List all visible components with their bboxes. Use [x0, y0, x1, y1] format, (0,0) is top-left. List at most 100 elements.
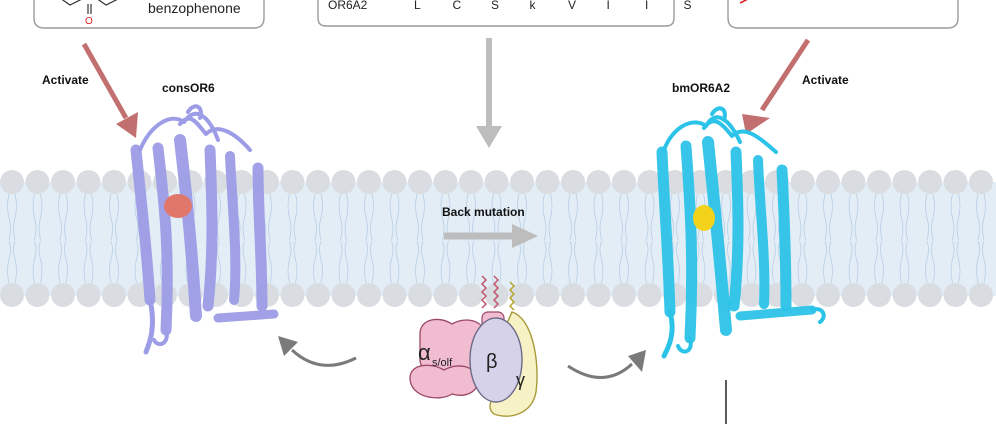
lipid-tail	[644, 193, 655, 241]
residue-letter: V	[568, 0, 576, 12]
lipid-tail	[32, 240, 43, 284]
lipid-tail	[7, 240, 17, 284]
lipid-tail	[950, 240, 961, 284]
lipid-tail	[542, 240, 553, 284]
consor6-label: consOR6	[162, 81, 215, 95]
residue-letter: S	[491, 0, 499, 12]
lipid-tail	[542, 193, 553, 241]
lipid-head	[892, 170, 917, 194]
lipid-head	[510, 283, 534, 307]
activate-label-right: Activate	[802, 73, 849, 87]
lipid-tail	[823, 193, 833, 241]
lipid-tail	[364, 240, 374, 284]
lipid-head	[331, 170, 356, 194]
lipid-head	[918, 170, 942, 194]
lipid-head	[357, 283, 381, 307]
lipid-tail	[32, 193, 43, 241]
lipid-head	[76, 283, 101, 307]
lipid-head	[433, 170, 458, 194]
lipid-tail	[874, 193, 884, 241]
residue-letter: L	[414, 0, 421, 12]
lipid-head	[841, 170, 866, 194]
down-gray-arrow	[476, 38, 502, 148]
activate-label-left: Activate	[42, 73, 89, 87]
bmor6a2-label: bmOR6A2	[672, 81, 730, 95]
lipid-tail	[899, 193, 910, 241]
lipid-head	[510, 170, 534, 194]
lipid-head	[969, 283, 993, 307]
lipid-tail	[287, 240, 298, 284]
lipid-tail	[491, 240, 502, 284]
lipid-tail	[287, 193, 298, 241]
lipid-head	[408, 170, 432, 194]
lipid-head	[459, 283, 483, 307]
lipid-tail	[823, 240, 833, 284]
lipid-head	[918, 283, 942, 307]
lipid-tail	[593, 193, 604, 241]
lipid-tail	[746, 240, 757, 284]
lipid-tail	[593, 240, 604, 284]
activate-arrow-right	[742, 38, 811, 134]
lipid-head	[408, 283, 432, 307]
lipid-tail	[874, 240, 884, 284]
lipid-head	[816, 283, 840, 307]
activate-arrow-left	[81, 42, 138, 138]
benzophenone-structure-icon	[61, 0, 118, 14]
lipid-tail	[415, 240, 425, 284]
lipid-head	[102, 283, 126, 307]
lipid-head	[382, 170, 407, 194]
lipid-tail	[83, 240, 94, 284]
lipid-tail	[568, 193, 578, 241]
lipid-head	[382, 283, 407, 307]
bmor6a2-receptor-structure	[656, 106, 826, 359]
atom-label-oxygen: O	[85, 16, 93, 27]
lipid-head	[790, 170, 815, 194]
lipid-tail	[644, 240, 655, 284]
lipid-head	[484, 170, 509, 194]
gamma-symbol: γ	[516, 370, 525, 390]
lipid-tail	[338, 240, 349, 284]
lipid-tail	[925, 240, 935, 284]
lipid-head	[637, 283, 662, 307]
ligand-left	[164, 194, 192, 218]
lipid-head	[331, 283, 356, 307]
lipid-tail	[313, 240, 323, 284]
residue-letter: I	[607, 0, 610, 12]
beta-symbol: β	[486, 351, 498, 373]
lipid-tail	[721, 193, 731, 241]
lipid-head	[280, 170, 305, 194]
sequence-row-label: OR6A2	[328, 0, 368, 12]
alpha-symbol: α	[418, 340, 431, 365]
lipid-head	[76, 170, 101, 194]
lipid-head	[102, 170, 126, 194]
ligand-right	[693, 205, 715, 231]
lipid-tail	[109, 240, 119, 284]
lipid-head	[25, 170, 50, 194]
lipid-head	[586, 283, 611, 307]
lipid-head	[0, 170, 24, 194]
lipid-head	[280, 283, 305, 307]
lipid-tail	[389, 193, 400, 241]
residue-letter: C	[453, 0, 462, 12]
beta-subunit	[469, 317, 523, 403]
lipid-head	[306, 283, 330, 307]
lipid-head	[892, 283, 917, 307]
lipid-tail	[797, 240, 808, 284]
lipid-tail	[7, 193, 17, 241]
lipid-tail	[364, 193, 374, 241]
lipid-head	[943, 170, 968, 194]
g-protein-complex: α s/olf β γ	[409, 275, 538, 417]
lipid-head	[433, 283, 458, 307]
lipid-head	[561, 170, 585, 194]
lipid-head	[790, 283, 815, 307]
lipid-tail	[797, 193, 808, 241]
lipid-tail	[848, 240, 859, 284]
lipid-tail	[389, 240, 400, 284]
lipid-head	[357, 170, 381, 194]
lipid-head	[306, 170, 330, 194]
structure-fragment-icon	[739, 0, 748, 4]
lipid-tail	[313, 193, 323, 241]
lipid-head	[867, 283, 891, 307]
lipid-head	[867, 170, 891, 194]
molecule-name: benzophenone	[148, 0, 241, 16]
